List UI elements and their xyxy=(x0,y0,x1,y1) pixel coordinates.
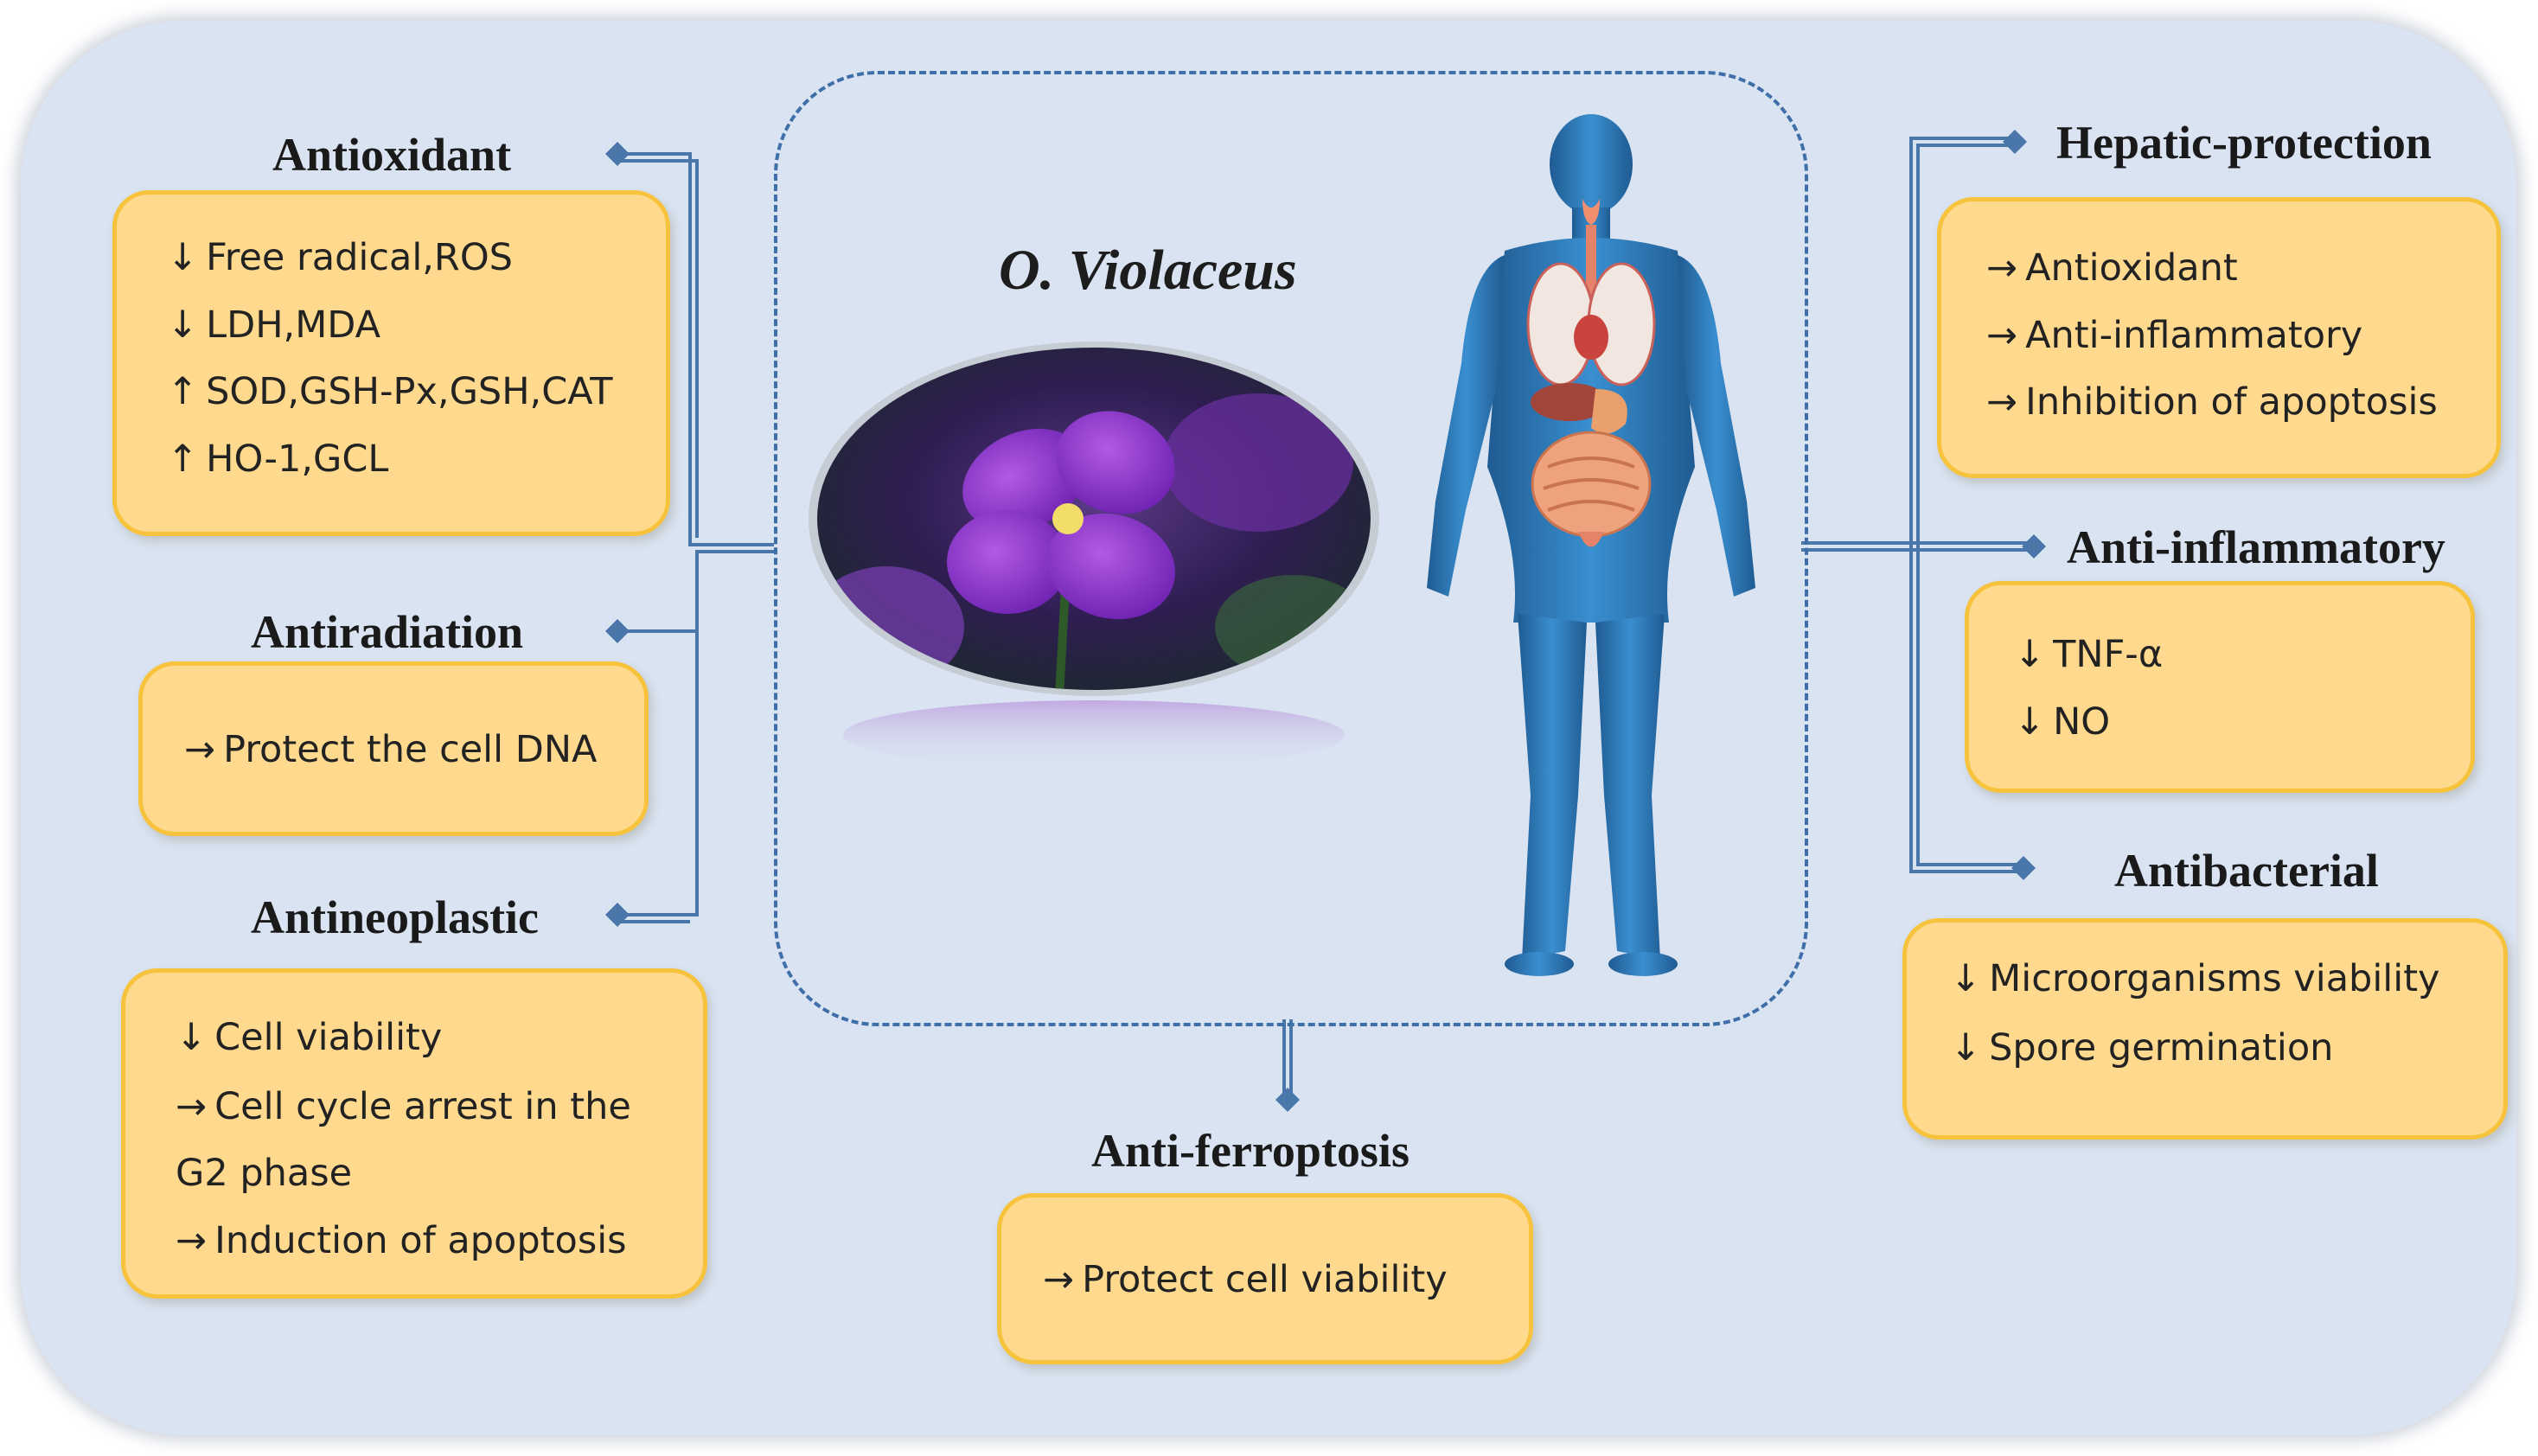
box-antineoplastic: ↓Cell viability →Cell cycle arrest in th… xyxy=(121,968,707,1299)
list-item: →Protect cell viability xyxy=(1043,1258,1448,1301)
connector-antineoplastic xyxy=(616,550,774,916)
list-item: →Protect the cell DNA xyxy=(184,728,598,771)
box-antibacterial: ↓Microorganisms viability ↓Spore germina… xyxy=(1902,918,2508,1140)
heading-anti-inflammatory: Anti-inflammatory xyxy=(2067,521,2445,573)
list-item: ↑HO-1,GCL xyxy=(167,437,389,481)
heading-antiradiation: Antiradiation xyxy=(251,606,524,658)
list-item: →Induction of apoptosis xyxy=(176,1219,627,1262)
list-item: G2 phase xyxy=(176,1152,353,1195)
connector-node xyxy=(605,903,630,927)
connector-right-bracket xyxy=(1909,137,2023,873)
list-item: →Anti-inflammatory xyxy=(1986,314,2363,357)
list-item: ↓Free radical,ROS xyxy=(167,236,513,279)
heading-hepatic-protection: Hepatic-protection xyxy=(2056,117,2432,169)
list-item: →Cell cycle arrest in the xyxy=(176,1085,631,1128)
list-item: ↓Spore germination xyxy=(1950,1026,2334,1070)
box-antioxidant: ↓Free radical,ROS ↓LDH,MDA ↑SOD,GSH-Px,G… xyxy=(112,190,670,536)
heading-antibacterial: Antibacterial xyxy=(2114,845,2379,897)
connector-node xyxy=(2022,534,2046,559)
connector-node xyxy=(2011,856,2036,880)
box-anti-inflammatory: ↓TNF-α ↓NO xyxy=(1965,581,2475,793)
list-item: ↑SOD,GSH-Px,GSH,CAT xyxy=(167,370,613,413)
flower-photo xyxy=(809,342,1379,765)
flower-petals xyxy=(947,411,1176,620)
box-hepatic-protection: →Antioxidant →Anti-inflammatory →Inhibit… xyxy=(1937,197,2501,478)
list-item: →Antioxidant xyxy=(1986,246,2238,290)
plant-title: O. Violaceus xyxy=(999,239,1297,302)
list-item: →Inhibition of apoptosis xyxy=(1986,380,2438,424)
connector-node xyxy=(1275,1088,1300,1112)
connector-node xyxy=(605,142,630,166)
connector-antioxidant xyxy=(616,152,774,546)
list-item: ↓Cell viability xyxy=(176,1016,443,1059)
box-antiradiation: →Protect the cell DNA xyxy=(138,661,649,836)
list-item: ↓TNF-α xyxy=(2014,633,2164,676)
list-item: ↓NO xyxy=(2014,700,2111,744)
connector-node xyxy=(605,619,630,643)
heading-antioxidant: Antioxidant xyxy=(272,129,512,181)
connector-node xyxy=(2003,130,2027,154)
human-body-illustration xyxy=(1427,114,1755,976)
heading-antineoplastic: Antineoplastic xyxy=(251,891,540,943)
heading-anti-ferroptosis: Anti-ferroptosis xyxy=(1091,1125,1410,1177)
list-item: ↓LDH,MDA xyxy=(167,303,381,347)
box-anti-ferroptosis: →Protect cell viability xyxy=(997,1193,1533,1364)
organs-icon xyxy=(1526,199,1656,547)
center-dashed-frame xyxy=(774,71,1808,1026)
list-item: ↓Microorganisms viability xyxy=(1950,957,2440,1000)
